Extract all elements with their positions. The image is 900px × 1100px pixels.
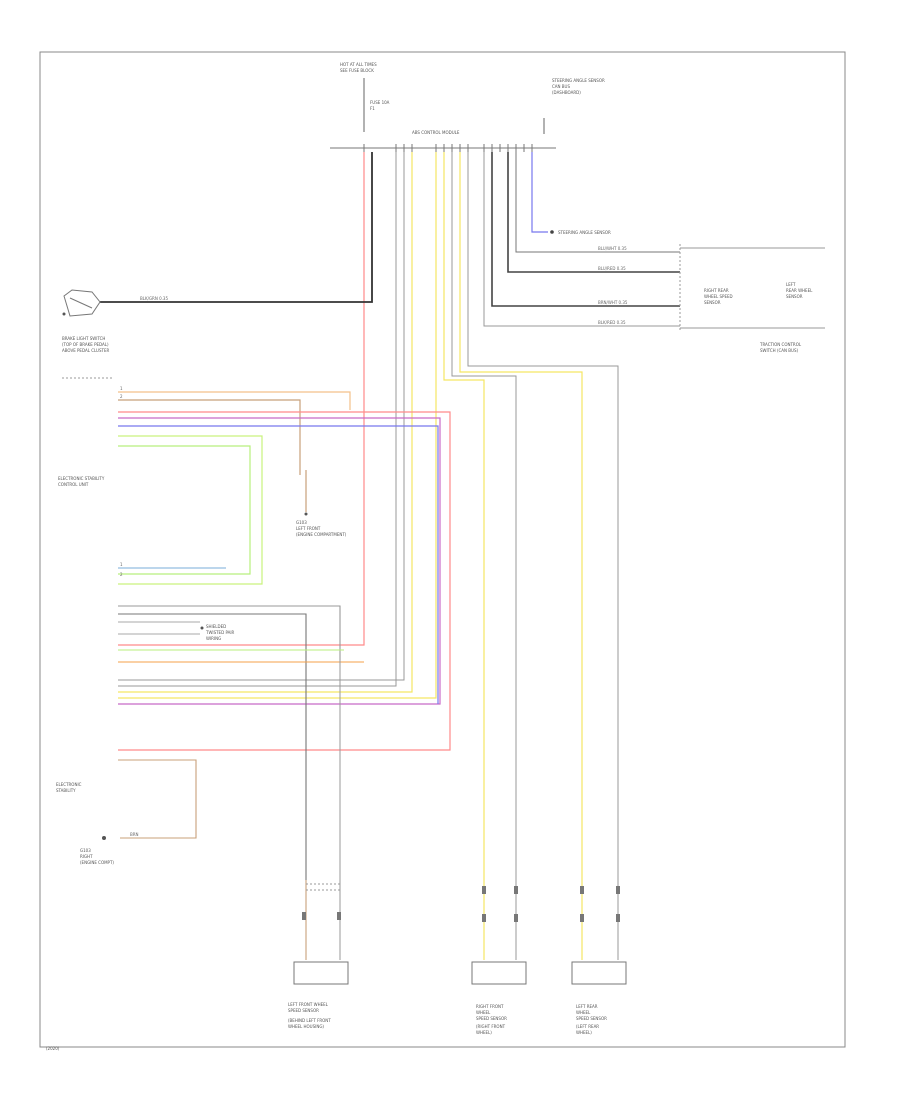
shield-note: SHIELDED: [206, 624, 226, 629]
wire-r2-label: BRN/WHT 0.35: [598, 300, 628, 305]
sensor2-sublabel3: (RIGHT FRONT: [476, 1024, 506, 1029]
ecu-lower-wires: [118, 567, 364, 880]
ground-point-label: G103: [296, 520, 307, 525]
ecu-lower-pin-2: 2: [120, 572, 123, 577]
sensor2-sublabel2: SPEED SENSOR: [476, 1016, 507, 1021]
brake-switch-sublabel2: ABOVE PEDAL CLUSTER: [62, 348, 109, 353]
ground-upper-dot: [304, 512, 308, 516]
sensor1-body: [293, 961, 349, 985]
footer-code: (2020): [46, 1046, 60, 1051]
wire-r1: [483, 152, 680, 327]
wire-r3-label: BLU/RED 0.35: [598, 266, 626, 271]
wire-gray-1: [118, 152, 397, 687]
sensor1-label: LEFT FRONT WHEEL: [288, 1002, 329, 1007]
wire-power: [118, 152, 365, 646]
steering-signal-label: STEERING ANGLE SENSOR: [558, 230, 611, 235]
sensor1-sublabel: SPEED SENSOR: [288, 1008, 319, 1013]
steering-connector-dot: [550, 230, 554, 234]
stability-sublabel: CONTROL UNIT: [58, 482, 89, 487]
ecu-upper-pin-1: 1: [120, 386, 123, 391]
sensor2-sublabel4: WHEEL): [476, 1030, 492, 1035]
right-module-left-label2: WHEEL SPEED: [704, 294, 733, 299]
wire-yellow-2: [118, 152, 437, 699]
ground-point-sublabel2: (ENGINE COMPARTMENT): [296, 532, 347, 537]
right-module-left-label: RIGHT REAR: [704, 288, 729, 293]
wire-gray-4: [467, 152, 619, 890]
wire-yellow-1: [118, 152, 413, 693]
wire-yellow-4: [459, 152, 583, 890]
diagram-border: [39, 51, 846, 1048]
right-connector-sublabel: CAN BUS: [552, 84, 570, 89]
ecu-lower-pin-1: 1: [120, 562, 123, 567]
right-module-right-label3: SENSOR: [786, 294, 803, 299]
bottom-left-ground-label: G103: [80, 848, 91, 853]
shield-note2: TWISTED PAIR: [205, 630, 235, 635]
wire-r4-label: BLU/WHT 0.35: [598, 246, 627, 251]
wire-gray-3: [451, 152, 517, 890]
sensor2-body: [471, 961, 527, 985]
stability-title: ELECTRONIC STABILITY: [58, 476, 105, 481]
wire-blue-short: [531, 152, 548, 233]
sensor3-body: [571, 961, 627, 985]
right-connector-label: STEERING ANGLE SENSOR: [552, 78, 605, 83]
sensor3-label: LEFT REAR: [576, 1004, 598, 1009]
top-connector-sublabel: SEE FUSE BLOCK: [340, 68, 374, 73]
sensor1-sublabel2: (BEHIND LEFT FRONT: [288, 1018, 331, 1023]
bottom-left-ground-sublabel2: (ENGINE COMPT): [80, 860, 114, 865]
wire-r3: [507, 152, 680, 273]
shield-note3: WIRING: [206, 636, 221, 641]
right-connector-sublabel2: (DASHBOARD): [552, 90, 581, 95]
wire-yellow-3: [443, 152, 485, 890]
brake-switch-label: BRAKE LIGHT SWITCH: [62, 336, 105, 341]
ground-left-dot: [102, 836, 106, 840]
fuse-sublabel: F1: [370, 106, 375, 111]
sensor1-sublabel3: WHEEL HOUSING): [288, 1024, 324, 1029]
fuse-label: FUSE 10A: [370, 100, 390, 105]
right-bottom-label: TRACTION CONTROL: [759, 342, 802, 347]
ecu-upper-pin-2: 2: [120, 394, 123, 399]
wire-r2: [491, 152, 680, 307]
ecu-upper-wires: [118, 391, 451, 751]
brake-wire-label: BLK/GRN 0.35: [140, 296, 168, 301]
ecu-title: ELECTRONIC: [56, 782, 82, 787]
sensor2-label: RIGHT FRONT: [476, 1004, 504, 1009]
sensor3-sublabel3: (LEFT REAR: [576, 1024, 599, 1029]
ground-point-sublabel: LEFT FRONT: [296, 526, 321, 531]
right-module-left-label3: SENSOR: [704, 300, 721, 305]
right-module-right-label: LEFT: [786, 282, 796, 287]
sensor2-sublabel: WHEEL: [476, 1010, 491, 1015]
shield-dot: [200, 626, 204, 630]
sensor-connector-markers: [302, 886, 620, 922]
wire-r1-label: BLK/RED 0.35: [598, 320, 626, 325]
right-module-right-label2: REAR WHEEL: [786, 288, 813, 293]
top-connector-label: HOT AT ALL TIMES: [340, 62, 377, 67]
sensor3-sublabel2: SPEED SENSOR: [576, 1016, 607, 1021]
bus-label: ABS CONTROL MODULE: [412, 130, 460, 135]
brake-switch-sublabel: (TOP OF BRAKE PEDAL): [62, 342, 109, 347]
wire-r4: [515, 152, 680, 253]
bottom-left-ground-sublabel: RIGHT: [80, 854, 93, 859]
brake-switch-icon: [62, 289, 101, 317]
wire-bottom-brn-label: BRN: [130, 832, 139, 837]
connector-pins: [363, 144, 533, 152]
wire-brake-switch: [100, 152, 373, 303]
ecu-sublabel: STABILITY: [56, 788, 76, 793]
sensor3-sublabel: WHEEL: [576, 1010, 591, 1015]
sensor3-sublabel4: WHEEL): [576, 1030, 592, 1035]
wire-gray-2: [118, 152, 405, 681]
right-bottom-label2: SWITCH (CAN BUS): [760, 348, 799, 353]
